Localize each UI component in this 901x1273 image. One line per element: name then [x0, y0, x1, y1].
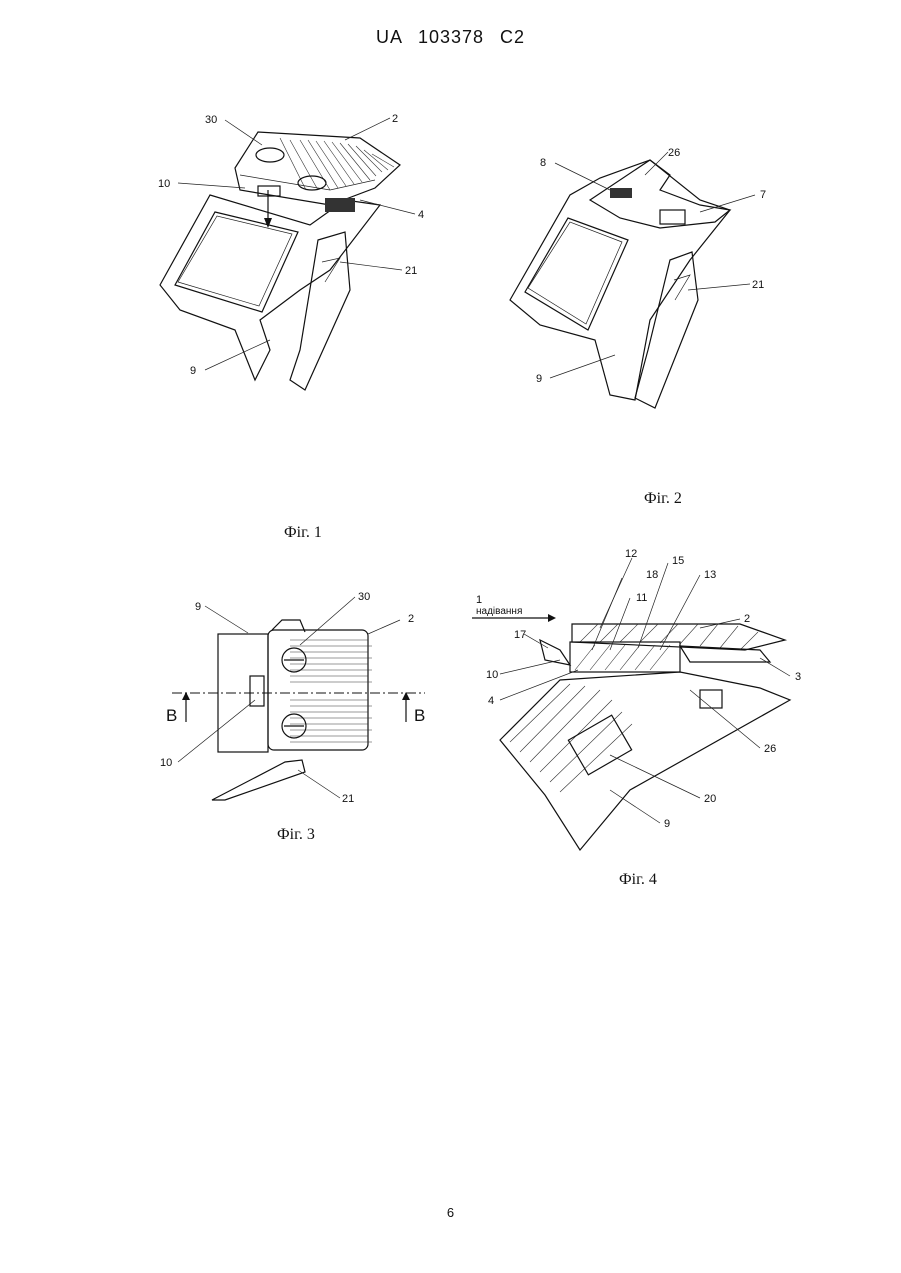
fig4-label-26: 26 [764, 743, 776, 755]
fig4-label-9: 9 [664, 818, 670, 830]
figure-2-caption: Фіг. 2 [644, 490, 682, 508]
fig2-label-26: 26 [668, 147, 680, 159]
fig4-label-17: 17 [514, 629, 526, 641]
figure-1-caption: Фіг. 1 [284, 524, 322, 542]
fig4-label-3: 3 [795, 671, 801, 683]
fig4-label-18: 18 [646, 569, 658, 581]
fig2-label-21: 21 [752, 279, 764, 291]
figure-4-drawing: 12 15 18 13 1 надівання 11 2 17 10 3 4 2… [472, 548, 801, 850]
page-number: 6 [0, 1205, 901, 1220]
fig1-label-21: 21 [405, 265, 417, 277]
fig4-label-10: 10 [486, 669, 498, 681]
fig2-label-9: 9 [536, 373, 542, 385]
fig1-label-30: 30 [205, 114, 217, 126]
fig4-label-2: 2 [744, 613, 750, 625]
fig3-label-9: 9 [195, 601, 201, 613]
fig4-label-11: 11 [636, 592, 647, 604]
fig1-label-9: 9 [190, 365, 196, 377]
fig4-label-4: 4 [488, 695, 494, 707]
fig3-label-30: 30 [358, 591, 370, 603]
fig3-label-21: 21 [342, 793, 354, 805]
fig2-label-8: 8 [540, 157, 546, 169]
fig4-label-13: 13 [704, 569, 716, 581]
fig4-arrow-label: надівання [476, 606, 522, 617]
fig3-section-label-right: B [414, 706, 425, 725]
fig1-label-10: 10 [158, 178, 170, 190]
fig2-label-7: 7 [760, 189, 766, 201]
figure-1-drawing: 30 2 10 4 21 9 [158, 113, 424, 390]
fig4-label-20: 20 [704, 793, 716, 805]
fig3-section-label-left: B [166, 706, 177, 725]
fig1-label-2: 2 [392, 113, 398, 125]
figure-2-drawing: 26 8 7 21 9 [510, 147, 766, 408]
fig3-label-10: 10 [160, 757, 172, 769]
fig4-label-15: 15 [672, 555, 684, 567]
figure-3-drawing: 9 30 2 B B 10 21 [160, 591, 425, 805]
fig4-label-1: 1 [476, 594, 482, 606]
fig3-label-2: 2 [408, 613, 414, 625]
fig4-label-12: 12 [625, 548, 637, 560]
figure-3-caption: Фіг. 3 [277, 826, 315, 844]
fig1-label-4: 4 [418, 209, 424, 221]
figure-4-caption: Фіг. 4 [619, 871, 657, 889]
